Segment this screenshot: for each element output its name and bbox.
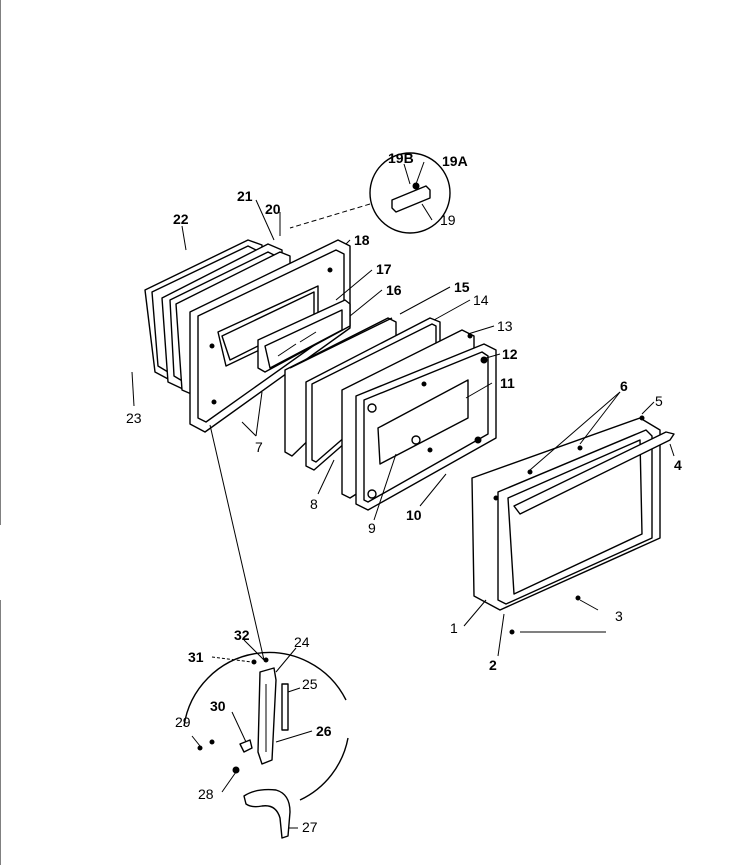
label-part-9: 9 xyxy=(368,520,376,536)
label-part-23: 23 xyxy=(126,410,142,426)
callout-labels: 1 2 3 4 5 6 7 8 9 10 11 12 13 14 15 16 1… xyxy=(126,150,682,835)
hinge-inset xyxy=(183,424,349,839)
part-11-vent-plate xyxy=(377,379,469,465)
label-part-2: 2 xyxy=(489,657,497,673)
label-part-28: 28 xyxy=(198,786,214,802)
label-part-20: 20 xyxy=(265,201,281,217)
label-part-12: 12 xyxy=(502,346,518,362)
label-part-16: 16 xyxy=(386,282,402,298)
part-1-outer-door xyxy=(471,415,675,635)
label-part-15: 15 xyxy=(454,279,470,295)
label-part-10: 10 xyxy=(406,507,422,523)
part-19-inset xyxy=(289,152,451,234)
label-part-14: 14 xyxy=(473,292,489,308)
label-part-6: 6 xyxy=(620,378,628,394)
label-part-19b: 19B xyxy=(388,150,414,166)
label-part-31: 31 xyxy=(188,649,204,665)
label-part-4: 4 xyxy=(674,457,682,473)
label-part-1: 1 xyxy=(450,620,458,636)
label-part-21: 21 xyxy=(237,188,253,204)
label-part-13: 13 xyxy=(497,318,513,334)
label-part-19a: 19A xyxy=(442,153,468,169)
label-part-11: 11 xyxy=(500,375,515,391)
label-part-3: 3 xyxy=(615,608,623,624)
label-part-25: 25 xyxy=(302,676,318,692)
label-part-24: 24 xyxy=(294,634,310,650)
label-part-18: 18 xyxy=(354,232,370,248)
label-part-5: 5 xyxy=(655,393,663,409)
label-part-29: 29 xyxy=(175,714,191,730)
label-part-19: 19 xyxy=(440,212,456,228)
label-part-30: 30 xyxy=(210,698,226,714)
label-part-17: 17 xyxy=(376,261,392,277)
part-16-glass xyxy=(264,309,343,369)
label-part-26: 26 xyxy=(316,723,332,739)
label-part-8: 8 xyxy=(310,496,318,512)
label-part-22: 22 xyxy=(173,211,189,227)
label-part-27: 27 xyxy=(302,819,318,835)
label-part-7: 7 xyxy=(255,439,263,455)
leader-lines xyxy=(131,161,675,829)
label-part-32: 32 xyxy=(234,627,250,643)
